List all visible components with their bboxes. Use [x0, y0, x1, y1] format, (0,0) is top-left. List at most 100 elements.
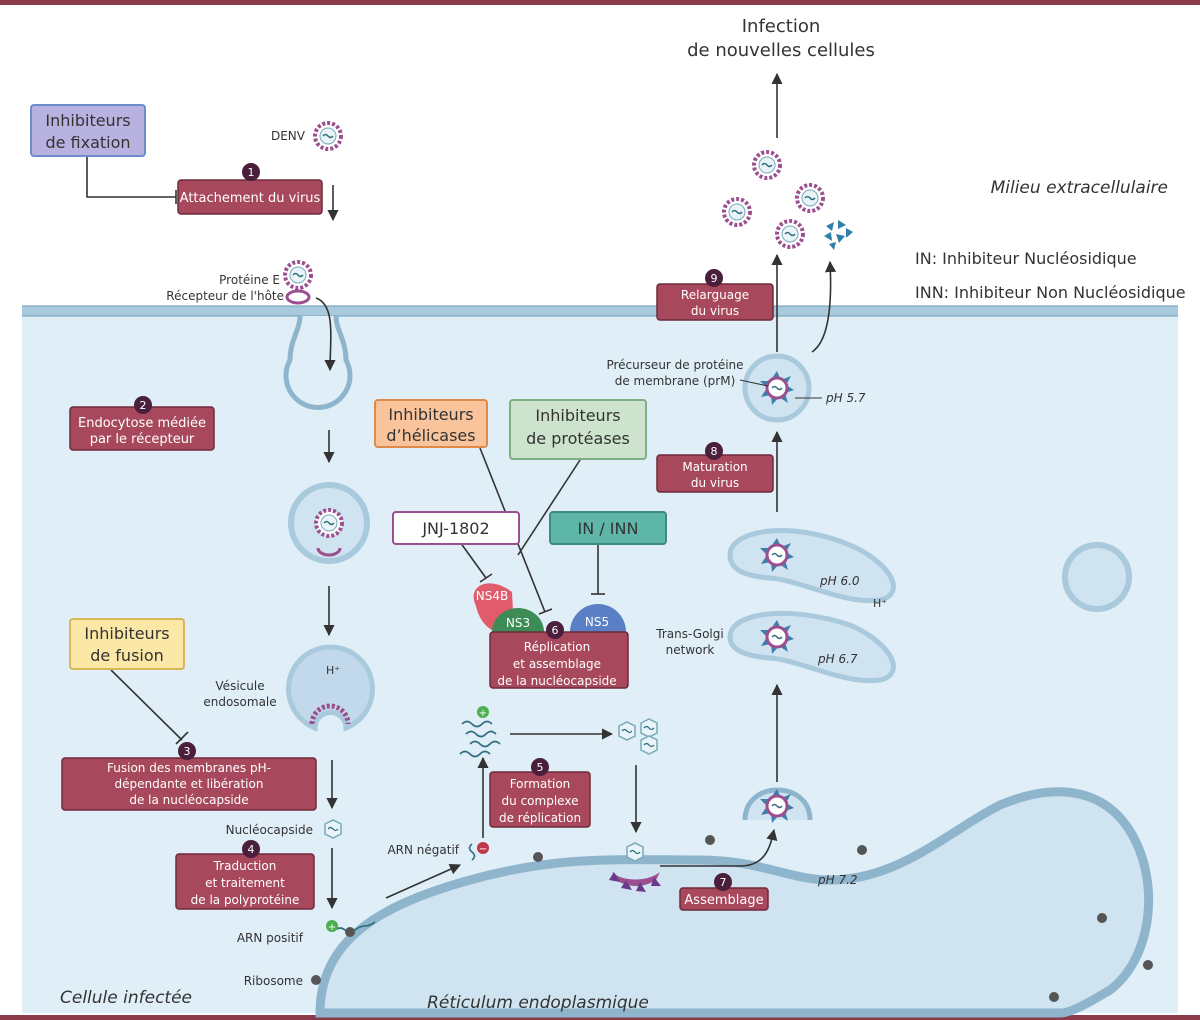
ns5-label: NS5 [585, 615, 609, 629]
step-4-line2: et traitement [205, 876, 285, 890]
ph-57-label: pH 5.7 [825, 391, 866, 405]
step-6-number: 6 [552, 624, 559, 637]
h-plus-golgi: H⁺ [873, 597, 887, 610]
step-4-line3: de la polyprotéine [191, 893, 300, 907]
legend-in: IN: Inhibiteur Nucléosidique [915, 249, 1137, 268]
inhibitor-fixation-line1: Inhibiteurs [45, 111, 130, 130]
ribosome-icons [311, 835, 1153, 1002]
pathway-arrows [315, 72, 837, 910]
step-8-number: 8 [711, 445, 718, 458]
step-8-line2: du virus [691, 476, 739, 490]
positive-sign-icon [326, 920, 338, 932]
infection-title-line2: de nouvelles cellules [687, 40, 875, 61]
positive-sign-icon [477, 706, 489, 718]
step-9: 9 Relarguage du virus [656, 269, 774, 321]
ns3-protein [492, 608, 544, 632]
cleaved-prm-fragments-icon [824, 220, 853, 250]
step-2-number: 2 [140, 399, 147, 412]
infection-title-line1: Infection [742, 16, 821, 37]
inhibitor-in-inn-label: IN / INN [578, 519, 639, 538]
h-plus-vesicle: H⁺ [326, 664, 340, 677]
ns5-protein [570, 604, 626, 632]
step-5: 5 Formation du complexe de réplication [489, 758, 591, 828]
ph-60-label: pH 6.0 [819, 574, 860, 588]
inhibitor-proteases-line1: Inhibiteurs [535, 406, 620, 425]
host-receptor-label: Récepteur de l'hôte [166, 289, 284, 303]
step-5-line2: du complexe [502, 794, 579, 808]
step-2-line1: Endocytose médiée [78, 416, 206, 431]
negative-rna-label: ARN négatif [387, 843, 459, 857]
inhibitor-fixation-box: Inhibiteurs de fixation [30, 104, 146, 157]
step-9-number: 9 [711, 272, 718, 285]
negative-sign-icon [477, 842, 489, 854]
step-3-line1: Fusion des membranes pH- [107, 761, 271, 775]
step-9-line1: Relarguage [681, 288, 749, 302]
assembly-site-spikes-icon [609, 872, 661, 892]
step-1: 1 Attachement du virus [177, 163, 323, 215]
step-3: 3 Fusion des membranes pH- dépendante et… [61, 742, 317, 811]
inhibitor-proteases-line2: de protéases [526, 429, 630, 448]
inhibitor-fusion-box: Inhibiteurs de fusion [69, 618, 185, 670]
step-9-line2: du virus [691, 304, 739, 318]
step-4: 4 Traduction et traitement de la polypro… [175, 840, 315, 910]
step-1-number: 1 [248, 166, 255, 179]
step-2: 2 Endocytose médiée par le récepteur [69, 396, 215, 451]
inhibitor-fixation-line2: de fixation [45, 133, 130, 152]
denv-label: DENV [271, 129, 306, 143]
ribosome-label: Ribosome [244, 974, 303, 988]
svg-text:+: + [479, 708, 487, 719]
extracellular-label: Milieu extracellulaire [991, 178, 1168, 198]
step-8-line1: Maturation [682, 460, 747, 474]
step-6-line3: de la nucléocapside [497, 674, 616, 688]
inhibitor-jnj-box: JNJ-1802 [392, 511, 520, 545]
step-6-line2: et assemblage [513, 657, 601, 671]
plasma-membrane [22, 306, 1178, 316]
positive-rna-icon [334, 921, 376, 933]
prm-label-line2: de membrane (prM) [615, 374, 736, 388]
step-2-line2: par le récepteur [90, 432, 195, 447]
step-1-line1: Attachement du virus [180, 191, 321, 206]
er-label: Réticulum endoplasmique [427, 993, 649, 1013]
protein-e-label: Protéine E [219, 273, 280, 287]
attached-virion-icon [283, 260, 313, 290]
nucleocapsid-label: Nucléocapside [226, 823, 313, 837]
step-3-line2: dépendante et libération [115, 777, 264, 791]
inhibitor-fusion-line1: Inhibiteurs [84, 624, 169, 643]
host-receptor-icon [285, 289, 311, 305]
prm-label-line1: Précurseur de protéine [606, 358, 743, 372]
ns4b-label: NS4B [476, 589, 508, 603]
ns-complex [473, 583, 626, 634]
inhibitor-in-inn-box: IN / INN [549, 511, 667, 545]
endocytosis-pocket [283, 315, 353, 410]
denv-virion-icon [313, 121, 343, 151]
nucleocapsid-icon [618, 721, 636, 741]
vesicle-label-line2: endosomale [203, 695, 276, 709]
negative-rna-icon [468, 843, 476, 861]
inhibitor-fusion-line2: de fusion [90, 646, 164, 665]
released-virion-icon [795, 183, 825, 213]
nucleocapsid-icon [640, 735, 658, 755]
inhibitor-jnj-label: JNJ-1802 [421, 519, 489, 538]
inhibitor-proteases-box: Inhibiteurs de protéases [509, 399, 647, 460]
released-virion-icon [752, 150, 782, 180]
step-3-number: 3 [184, 745, 191, 758]
infected-cell-label: Cellule infectée [60, 988, 192, 1008]
step-5-number: 5 [537, 761, 544, 774]
inhibitor-helicases-line1: Inhibiteurs [388, 405, 473, 424]
ph-72-label: pH 7.2 [817, 873, 858, 887]
nucleocapsid-icon [324, 819, 342, 839]
ph-67-label: pH 6.7 [817, 652, 858, 666]
nucleocapsid-icon [640, 718, 658, 738]
step-3-line3: de la nucléocapside [129, 793, 248, 807]
step-7: 7 Assemblage [679, 873, 769, 911]
step-5-line1: Formation [510, 777, 571, 791]
legend-inn: INN: Inhibiteur Non Nucléosidique [915, 283, 1186, 302]
step-7-line1: Assemblage [684, 893, 763, 908]
step-6-line1: Réplication [524, 640, 590, 654]
step-7-number: 7 [720, 876, 727, 889]
svg-text:+: + [328, 922, 336, 933]
step-4-line1: Traduction [213, 859, 277, 873]
step-6: 6 Réplication et assemblage de la nucléo… [489, 621, 629, 689]
